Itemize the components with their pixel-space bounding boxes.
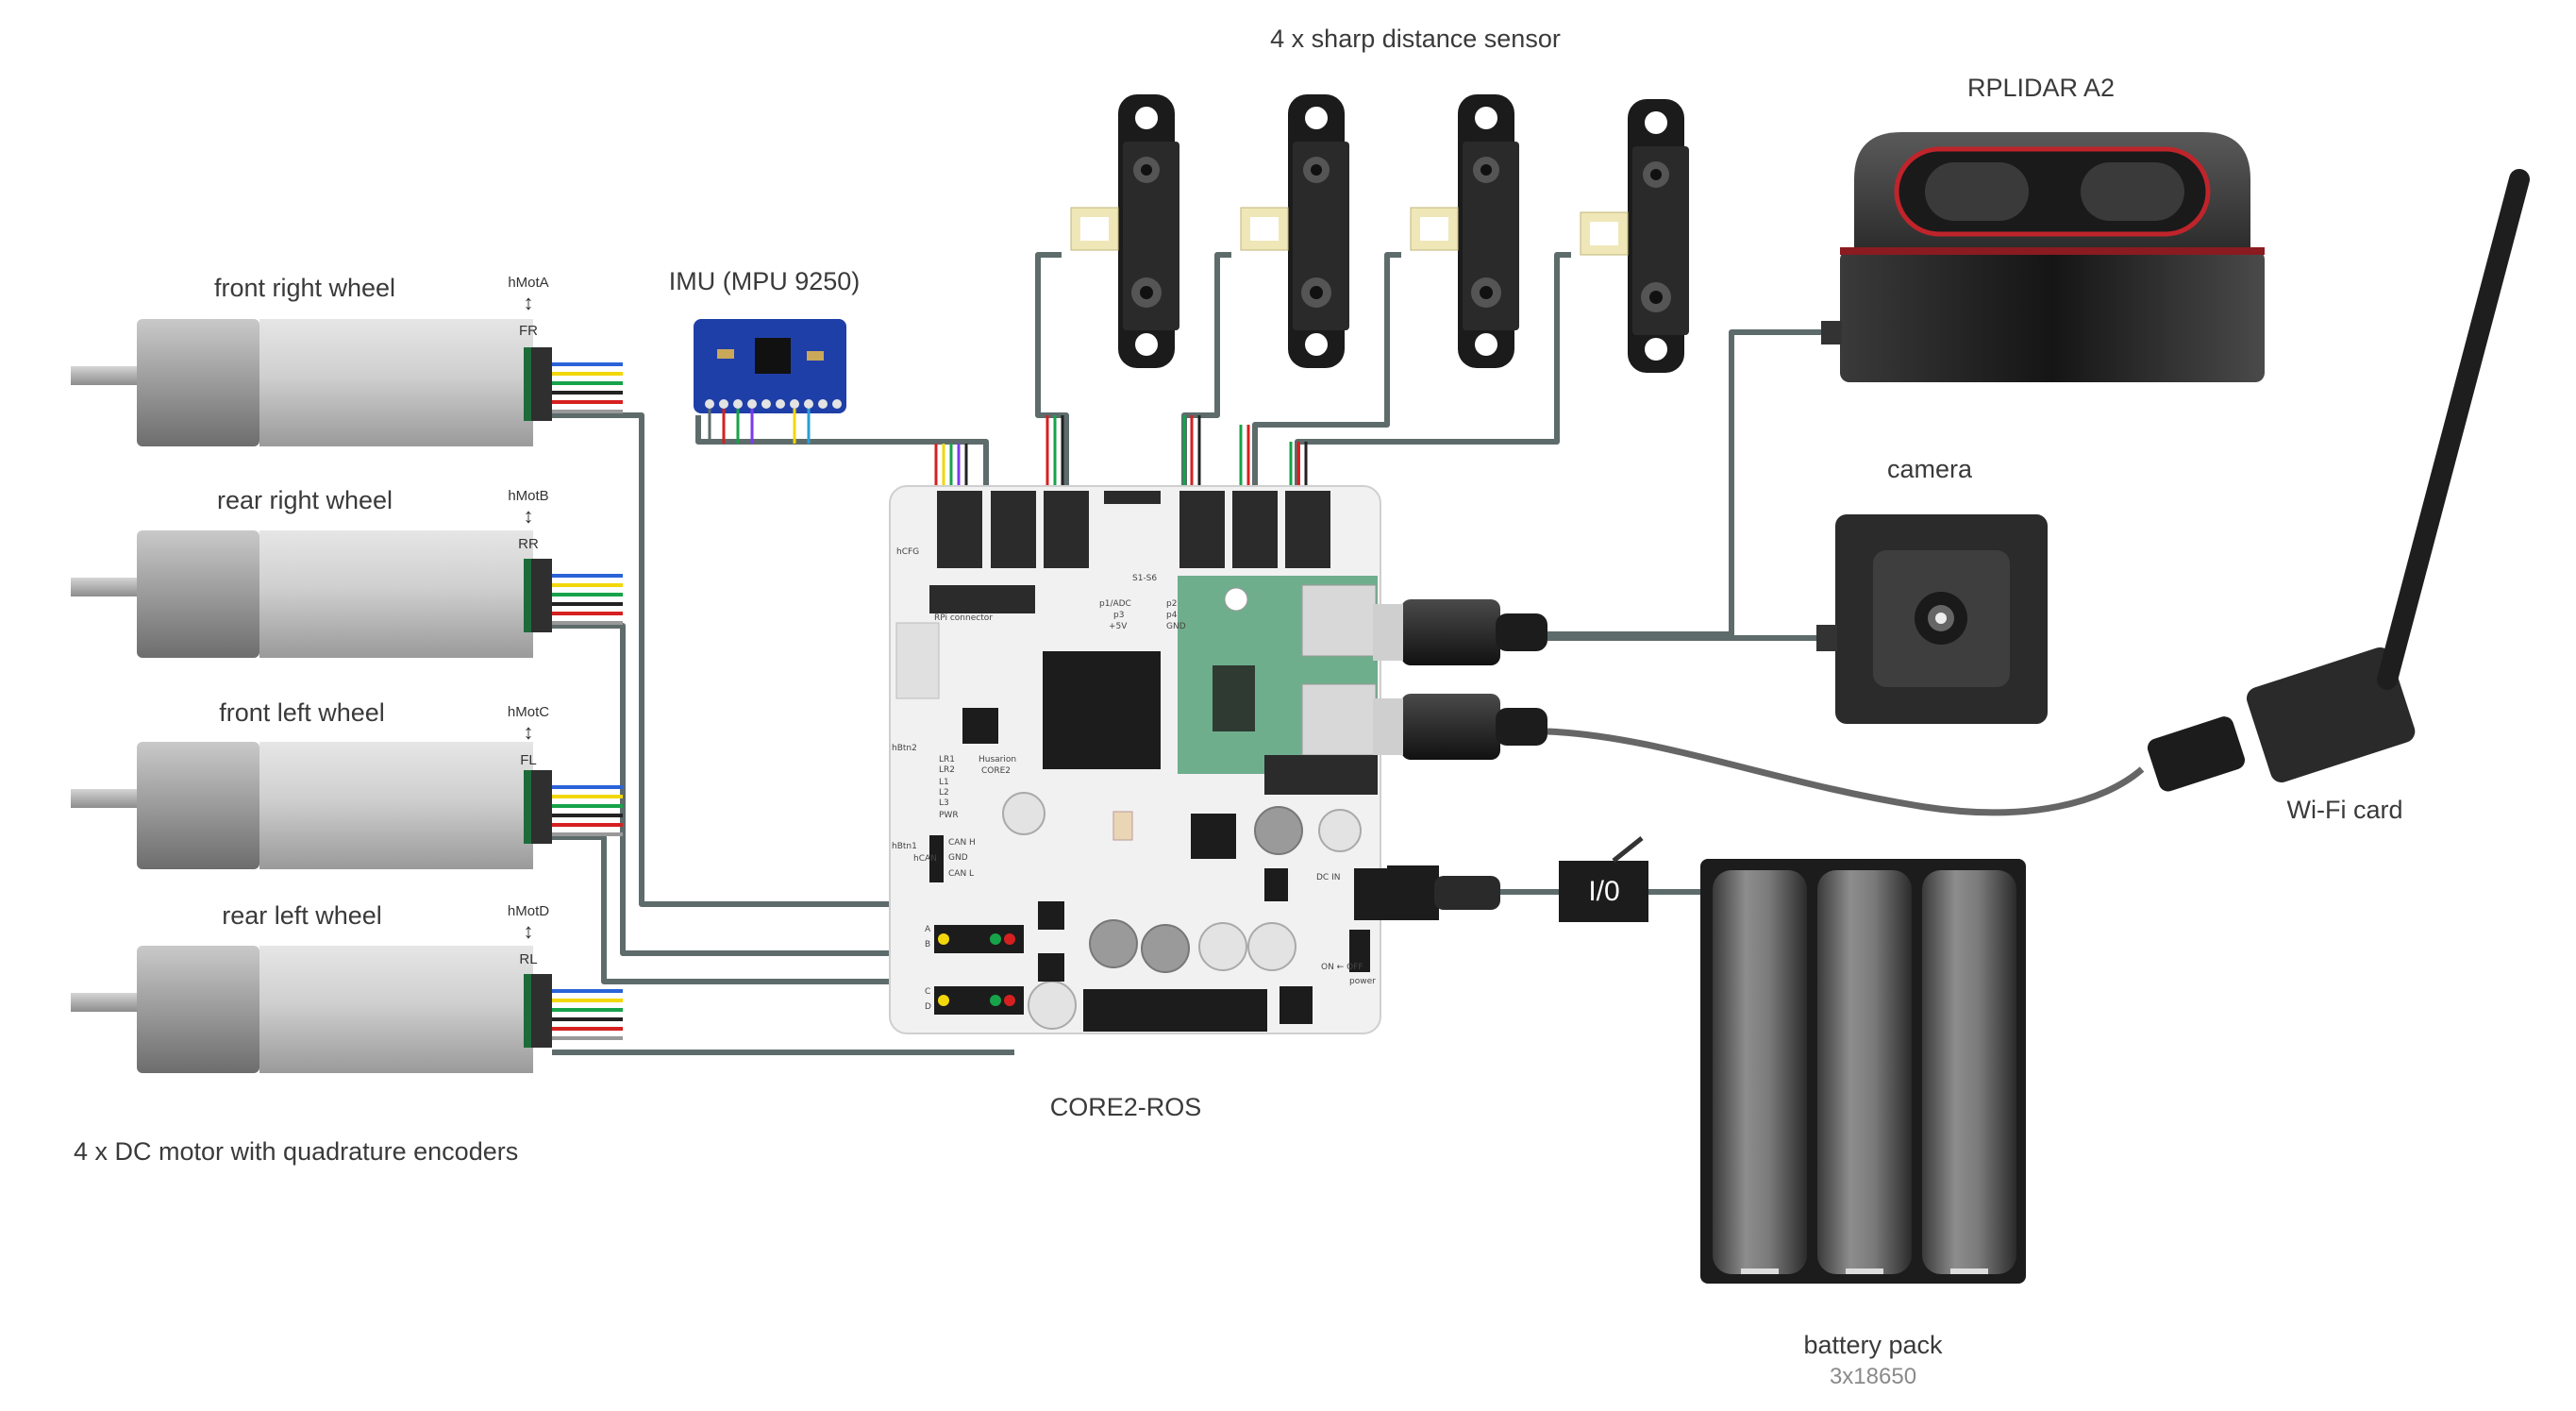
s1-s6-label: S1-S6 xyxy=(1132,574,1158,583)
motor-port-a: A xyxy=(925,925,931,934)
sharp-sensor-4 xyxy=(1580,99,1689,373)
pin-label-5v: +5V xyxy=(1109,622,1128,631)
pin-label-p3: p3 xyxy=(1113,611,1125,620)
wire-imu xyxy=(695,415,989,491)
can-gnd-label: GND xyxy=(948,853,968,863)
imu-label: IMU (MPU 9250) xyxy=(668,267,861,295)
wire-motor-rr xyxy=(552,623,1000,956)
motor-name-fl: front left wheel xyxy=(219,698,385,727)
switch-label[interactable]: I/0 xyxy=(1588,876,1620,907)
led-label-lr1: LR1 xyxy=(939,755,955,764)
motor-gearbox xyxy=(137,319,259,446)
rpi-connector-label: RPi connector xyxy=(934,613,993,623)
hbtn2-label: hBtn2 xyxy=(892,744,917,753)
led-label-pwr: PWR xyxy=(939,811,959,820)
hcfg-label: hCFG xyxy=(896,547,920,557)
wifi-label: Wi-Fi card xyxy=(2286,796,2403,824)
motor-code-fl: FL xyxy=(520,752,537,768)
motor-port-fl: hMotC xyxy=(507,704,550,720)
camera-module xyxy=(1816,514,2048,724)
can-l-label: CAN L xyxy=(948,869,975,879)
led-label-l1: L1 xyxy=(939,778,949,787)
wire-motor-fr xyxy=(552,412,991,907)
usb-plug-bottom xyxy=(1373,694,1547,760)
wiring xyxy=(552,252,1831,1055)
motor-encoder xyxy=(531,347,552,421)
power-label: power xyxy=(1349,977,1376,986)
board-label: CORE2-ROS xyxy=(1049,1093,1202,1121)
sharp-sensor-3 xyxy=(1410,94,1519,368)
motor-code-rl: RL xyxy=(519,951,538,967)
led-label-lr2: LR2 xyxy=(939,765,955,775)
updown-arrow-icon: ↕ xyxy=(523,919,534,943)
imu-board xyxy=(694,319,846,444)
lidar-label: RPLIDAR A2 xyxy=(1966,74,2116,102)
motor-name-rl: rear left wheel xyxy=(222,901,382,930)
battery-label: battery pack xyxy=(1803,1331,1943,1359)
sharp-sensor-2 xyxy=(1240,94,1349,368)
motor-rear-left xyxy=(71,946,623,1073)
hbtn1-label: hBtn1 xyxy=(892,842,917,851)
board-model: CORE2 xyxy=(981,766,1012,776)
motor-port-rl: hMotD xyxy=(507,903,550,919)
pin-label-p4: p4 xyxy=(1166,611,1178,620)
pin-label-gnd: GND xyxy=(1166,622,1186,631)
usb-plug-top xyxy=(1373,599,1547,665)
motor-port-c: C xyxy=(925,987,931,997)
led-label-l3: L3 xyxy=(939,798,949,808)
wire-lidar xyxy=(1547,329,1826,637)
motor-name-rr: rear right wheel xyxy=(216,486,393,514)
motor-shaft xyxy=(71,366,142,385)
sharp-sensor-1 xyxy=(1070,94,1179,368)
camera-label: camera xyxy=(1886,455,1973,483)
motor-code-rr: RR xyxy=(518,536,539,552)
motor-port-b: B xyxy=(925,940,931,949)
core2-board xyxy=(889,485,1387,1034)
motor-port-fr: hMotA xyxy=(508,275,549,291)
battery-pack xyxy=(1700,859,2026,1284)
battery-sub-label: 3x18650 xyxy=(1829,1364,1917,1389)
encoder-leads xyxy=(552,362,623,413)
board-brand: Husarion xyxy=(979,755,1017,764)
motors-caption: 4 x DC motor with quadrature encoders xyxy=(74,1137,519,1166)
wire-wifi xyxy=(1547,728,2145,816)
motor-front-right xyxy=(71,319,623,446)
rplidar xyxy=(1821,132,2265,382)
updown-arrow-icon: ↕ xyxy=(523,720,534,744)
motor-port-d: D xyxy=(925,1002,931,1012)
pin-label-p1: p1/ADC xyxy=(1099,599,1131,609)
wire-motor-fl xyxy=(552,834,1010,984)
wifi-card xyxy=(2147,169,2530,792)
hcan-label: hCAN xyxy=(913,854,937,864)
motor-name-fr: front right wheel xyxy=(213,274,396,302)
motor-code-fr: FR xyxy=(519,323,538,339)
motor-port-rr: hMotB xyxy=(508,488,549,504)
wire-sensor-3 xyxy=(1252,252,1401,491)
motor-body xyxy=(259,319,533,446)
wire-sensor-1 xyxy=(1035,252,1069,491)
can-h-label: CAN H xyxy=(948,838,976,848)
led-label-l2: L2 xyxy=(939,788,949,798)
updown-arrow-icon: ↕ xyxy=(523,504,534,528)
sensor-title: 4 x sharp distance sensor xyxy=(1270,25,1561,53)
dcin-label: DC IN xyxy=(1316,873,1341,882)
motor-front-left xyxy=(71,742,623,869)
updown-arrow-icon: ↕ xyxy=(523,291,534,314)
power-switch[interactable] xyxy=(1559,836,1648,922)
pin-label-p2: p2 xyxy=(1166,599,1178,609)
motor-rear-right xyxy=(71,530,623,658)
dc-plug xyxy=(1387,865,1500,920)
onoff-label: ON ← OFF xyxy=(1321,963,1363,972)
